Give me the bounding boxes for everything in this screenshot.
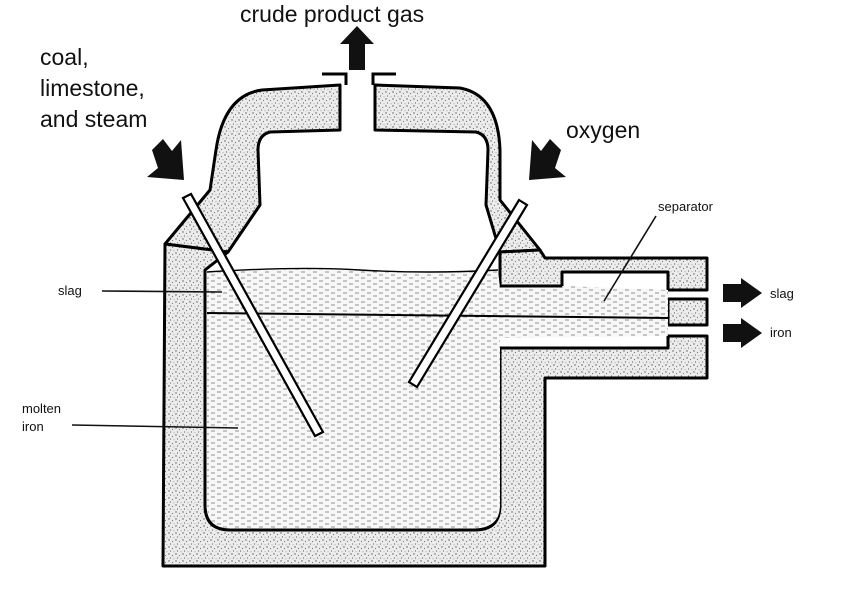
coal-input-arrow-icon <box>147 139 184 180</box>
separator-label: separator <box>658 199 714 214</box>
slag-left-label: slag <box>58 283 82 298</box>
iron-output-arrow-icon <box>723 318 762 348</box>
slag-output-arrow-icon <box>723 278 762 308</box>
molten-iron-leader <box>71 424 239 429</box>
oxygen-label: oxygen <box>566 117 640 143</box>
molten-iron-bath <box>207 268 668 528</box>
crude-gas-arrow-icon <box>340 26 374 70</box>
coal-lance <box>181 192 325 438</box>
separator-upper-wall <box>498 248 709 292</box>
separator-baffle <box>666 297 709 327</box>
oxygen-input-arrow-icon <box>529 139 566 180</box>
liquid-surface <box>206 267 499 273</box>
coal-label-line2: limestone, <box>40 75 145 101</box>
gas-outlet-left-lip <box>322 72 348 85</box>
slag-right-label: slag <box>770 286 794 301</box>
gas-outlet-right-lip <box>371 72 396 85</box>
vessel-wall <box>161 242 709 568</box>
iron-right-label: iron <box>770 325 792 340</box>
gas-dome <box>163 83 542 254</box>
oxygen-lance <box>407 198 529 389</box>
coal-label-line1: coal, <box>40 44 89 70</box>
molten-label-line2: iron <box>22 419 44 434</box>
slag-leader <box>101 290 223 293</box>
slag-iron-interface <box>206 312 669 319</box>
separator-leader <box>603 215 657 302</box>
crude-gas-label: crude product gas <box>240 1 424 27</box>
molten-label-line1: molten <box>22 401 61 416</box>
coal-label-line3: and steam <box>40 106 147 132</box>
